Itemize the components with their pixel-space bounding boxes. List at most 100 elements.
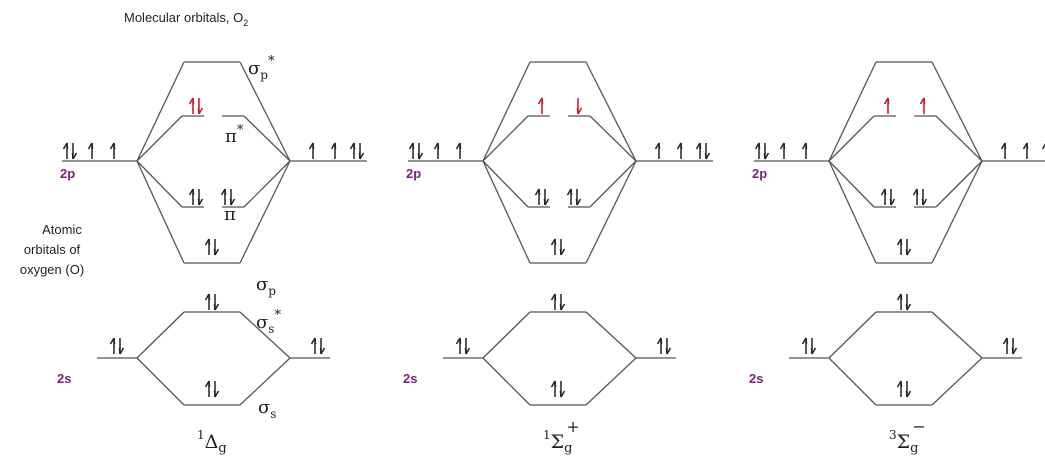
- singlet-sigma-right-2p-orbital-3-down-electron-head: [704, 152, 711, 160]
- singlet-delta-corr-left-sigma-p-star: [136, 61, 185, 162]
- singlet-delta-sigma-s-star-down-electron-head: [213, 303, 220, 311]
- singlet-sigma-sigma-s-star-up-electron: [550, 293, 557, 310]
- singlet-sigma-corr-right-sigma-s: [585, 357, 637, 406]
- singlet-sigma-corr-left-pi: [482, 160, 529, 208]
- singlet-sigma-sigma-p-down-electron-head: [559, 248, 566, 256]
- singlet-delta-left-2s-down-electron-head: [118, 347, 125, 355]
- singlet-delta-right-2p-orbital-3-down-electron-head: [358, 152, 365, 160]
- singlet-delta-pi-star-1-up-electron: [188, 97, 195, 114]
- singlet-sigma-left-2s-up-electron: [455, 337, 462, 354]
- triplet-sigma-sigma-p-up-electron-head: [896, 238, 903, 246]
- singlet-sigma-sigma-p-up-electron: [550, 238, 557, 255]
- singlet-sigma-sigma-s-star-down-electron-head: [559, 303, 566, 311]
- triplet-sigma-corr-right-sigma-s: [931, 357, 983, 406]
- triplet-sigma-corr-left-pi-star: [828, 115, 875, 162]
- singlet-delta-sigma-s-up-electron: [204, 380, 211, 397]
- triplet-sigma-sigma-s-star-up-electron: [896, 293, 903, 310]
- triplet-sigma-left-2s-up-electron: [801, 337, 808, 354]
- singlet-delta-corr-left-sigma-p: [136, 160, 185, 264]
- singlet-delta-pi-2-up-electron: [220, 188, 227, 205]
- singlet-sigma-right-2p-orbital-2-up-electron: [676, 142, 683, 159]
- triplet-sigma-right-2p-orbital-2-up-electron-head: [1022, 142, 1029, 150]
- singlet-sigma-corr-right-sigma-p-star: [585, 61, 637, 162]
- triplet-sigma-right-2p-orbital-3-up-electron-head: [1041, 143, 1045, 150]
- singlet-delta-2p-label: 2p: [60, 166, 75, 181]
- triplet-sigma-corr-right-pi-star: [935, 115, 983, 162]
- triplet-sigma-pi-1-down-electron-head: [889, 198, 896, 206]
- atomic-orbitals-label-line2: orbitals of: [24, 242, 81, 257]
- singlet-sigma-term-symbol: 1Σg+: [543, 417, 580, 456]
- singlet-sigma-2s-label: 2s: [403, 371, 417, 386]
- singlet-sigma-pi-2-down-electron-head: [575, 198, 582, 206]
- triplet-sigma-sigma-s-down-electron: [905, 381, 912, 398]
- triplet-sigma-right-2p-orbital-3-up-electron: [1041, 143, 1045, 150]
- triplet-sigma-pi-star-1-up-electron: [883, 97, 890, 114]
- singlet-delta-sigma-s-down-electron: [213, 381, 220, 398]
- singlet-sigma-sigma-p-down-electron: [559, 239, 566, 256]
- singlet-sigma-left-2p-orbital-1-down-electron-head: [417, 152, 424, 160]
- triplet-sigma-left-2p-orbital-2-up-electron: [779, 142, 786, 159]
- triplet-sigma-pi-star-2-up-electron-head: [919, 97, 926, 105]
- singlet-delta-corr-right-sigma-p-star: [239, 61, 291, 162]
- singlet-sigma-pi-star-2-down-electron: [576, 98, 583, 115]
- singlet-sigma-corr-left-sigma-s-star: [482, 311, 531, 359]
- triplet-sigma-right-2p-orbital-2-up-electron: [1022, 142, 1029, 159]
- triplet-sigma-left-2p-orbital-1-up-electron: [754, 142, 761, 159]
- triplet-sigma-sigma-s-star-down-electron-head: [905, 303, 912, 311]
- singlet-sigma-sigma-s-down-electron: [559, 381, 566, 398]
- singlet-sigma-corr-left-sigma-p: [482, 160, 531, 264]
- diagram-title: Molecular orbitals, O2: [124, 10, 248, 28]
- singlet-delta-right-2s-up-electron: [310, 337, 317, 354]
- triplet-sigma-pi-1-down-electron: [889, 189, 896, 206]
- triplet-sigma-pi-star-2-up-electron: [919, 97, 926, 114]
- singlet-delta-sigma-p-down-electron-head: [213, 248, 220, 256]
- singlet-delta-pi-star-1-down-electron-head: [197, 107, 204, 115]
- triplet-sigma-corr-left-sigma-s-star: [828, 311, 877, 359]
- triplet-sigma-sigma-s-up-electron: [896, 380, 903, 397]
- singlet-delta-left-2p-orbital-1-up-electron: [62, 142, 69, 159]
- singlet-sigma-corr-left-sigma-s: [482, 357, 531, 406]
- singlet-sigma-sigma-s-up-electron-head: [550, 380, 557, 388]
- triplet-sigma-sigma-s-down-electron-head: [905, 390, 912, 398]
- singlet-delta-right-2p-orbital-3-up-electron-head: [349, 142, 356, 150]
- singlet-sigma-left-2p-orbital-1-up-electron-head: [408, 142, 415, 150]
- singlet-sigma-sigma-s-star-up-electron-head: [550, 293, 557, 301]
- singlet-delta-sigma-s-label: σs: [258, 397, 276, 421]
- triplet-sigma-pi-2-down-electron-head: [921, 198, 928, 206]
- singlet-sigma-right-2p-orbital-2-up-electron-head: [676, 142, 683, 150]
- triplet-sigma-pi-2-down-electron: [921, 189, 928, 206]
- triplet-sigma-corr-right-sigma-p: [931, 160, 983, 264]
- singlet-delta-left-2p-orbital-1-up-electron-head: [62, 142, 69, 150]
- singlet-delta-corr-right-sigma-p: [239, 160, 291, 264]
- singlet-sigma-left-2s-up-electron-head: [455, 337, 462, 345]
- singlet-delta-right-2p-orbital-3-up-electron: [349, 142, 356, 159]
- singlet-delta-right-2p-orbital-2-up-electron-head: [330, 142, 337, 150]
- singlet-sigma-right-2p-orbital-3-up-electron-head: [695, 142, 702, 150]
- singlet-sigma-pi-1-down-electron: [543, 189, 550, 206]
- singlet-delta-2s-label: 2s: [57, 371, 71, 386]
- triplet-sigma-corr-right-sigma-s-star: [931, 311, 983, 359]
- triplet-sigma-left-2s-down-electron-head: [810, 347, 817, 355]
- triplet-sigma-right-2s-down-electron: [1011, 338, 1018, 355]
- singlet-sigma-left-2p-orbital-2-up-electron-head: [433, 142, 440, 150]
- triplet-sigma-sigma-p-down-electron-head: [905, 248, 912, 256]
- singlet-sigma-pi-1-down-electron-head: [543, 198, 550, 206]
- triplet-sigma-sigma-s-star-down-electron: [905, 294, 912, 311]
- singlet-sigma-sigma-s-star-down-electron: [559, 294, 566, 311]
- singlet-delta-corr-left-sigma-s: [136, 357, 185, 406]
- singlet-sigma-pi-2-down-electron: [575, 189, 582, 206]
- singlet-delta-right-2p-orbital-1-up-electron-head: [308, 142, 315, 150]
- singlet-sigma-sigma-s-down-electron-head: [559, 390, 566, 398]
- singlet-sigma-left-2s-down-electron-head: [464, 347, 471, 355]
- singlet-delta-right-2s-down-electron: [319, 338, 326, 355]
- triplet-sigma-pi-1-up-electron: [880, 188, 887, 205]
- singlet-sigma-right-2p-orbital-3-down-electron: [704, 143, 711, 160]
- singlet-delta-pi-1-up-electron-head: [188, 188, 195, 196]
- triplet-sigma-corr-left-sigma-s: [828, 357, 877, 406]
- singlet-delta-corr-right-pi: [243, 160, 291, 208]
- singlet-delta-pi-1-down-electron: [197, 189, 204, 206]
- singlet-sigma-sigma-p-up-electron-head: [550, 238, 557, 246]
- singlet-delta-corr-left-sigma-s-star: [136, 311, 185, 359]
